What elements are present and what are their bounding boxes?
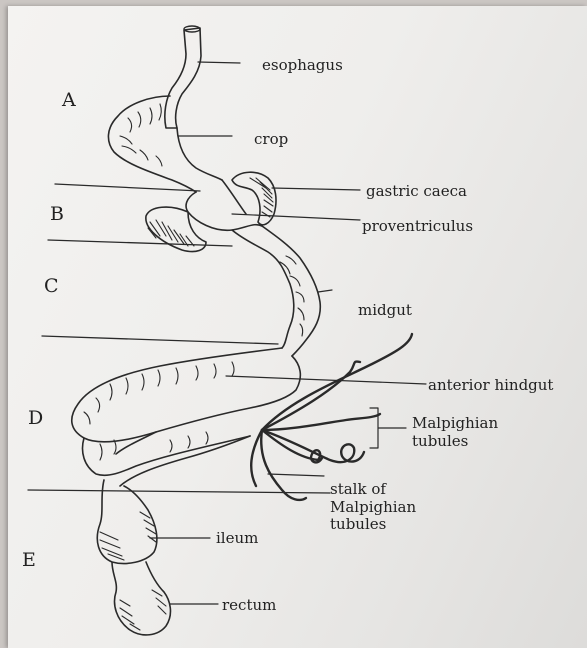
crop-texture xyxy=(120,104,162,166)
label-crop: crop xyxy=(254,130,288,148)
label-stalk-line2: Malpighian xyxy=(330,498,417,516)
label-proventriculus: proventriculus xyxy=(362,217,473,235)
midgut-shape xyxy=(232,226,320,356)
hindgut-texture xyxy=(84,362,234,424)
midgut-texture xyxy=(280,256,304,336)
label-stalk-line1: stalk of xyxy=(330,480,387,498)
malpighian-tubules xyxy=(251,334,412,500)
label-malpighian-line1: Malpighian xyxy=(412,414,499,432)
label-midgut: midgut xyxy=(358,301,412,319)
label-anterior-hindgut: anterior hindgut xyxy=(428,376,553,394)
proventriculus-shape xyxy=(186,180,262,230)
section-label-b: B xyxy=(50,203,64,225)
label-esophagus: esophagus xyxy=(262,56,343,74)
label-ileum: ileum xyxy=(216,529,258,547)
label-malpighian-line2: tubules xyxy=(412,432,468,450)
section-label-c: C xyxy=(44,275,59,297)
label-gastric-caeca: gastric caeca xyxy=(366,182,467,200)
section-label-e: E xyxy=(22,549,36,571)
ileum-hatching xyxy=(100,512,156,560)
rectum-hatching xyxy=(120,590,166,630)
label-rectum: rectum xyxy=(222,596,276,614)
malpighian-stalk xyxy=(120,436,250,486)
hindgut-lower-loop xyxy=(83,432,251,475)
label-stalk-line3: tubules xyxy=(330,515,386,533)
rectum-shape xyxy=(112,562,170,635)
section-label-a: A xyxy=(61,89,76,111)
esophagus-shape xyxy=(165,28,201,128)
section-label-d: D xyxy=(28,407,43,429)
gastric-caeca-hatching xyxy=(250,178,273,217)
lower-caeca-hatching xyxy=(148,220,194,246)
